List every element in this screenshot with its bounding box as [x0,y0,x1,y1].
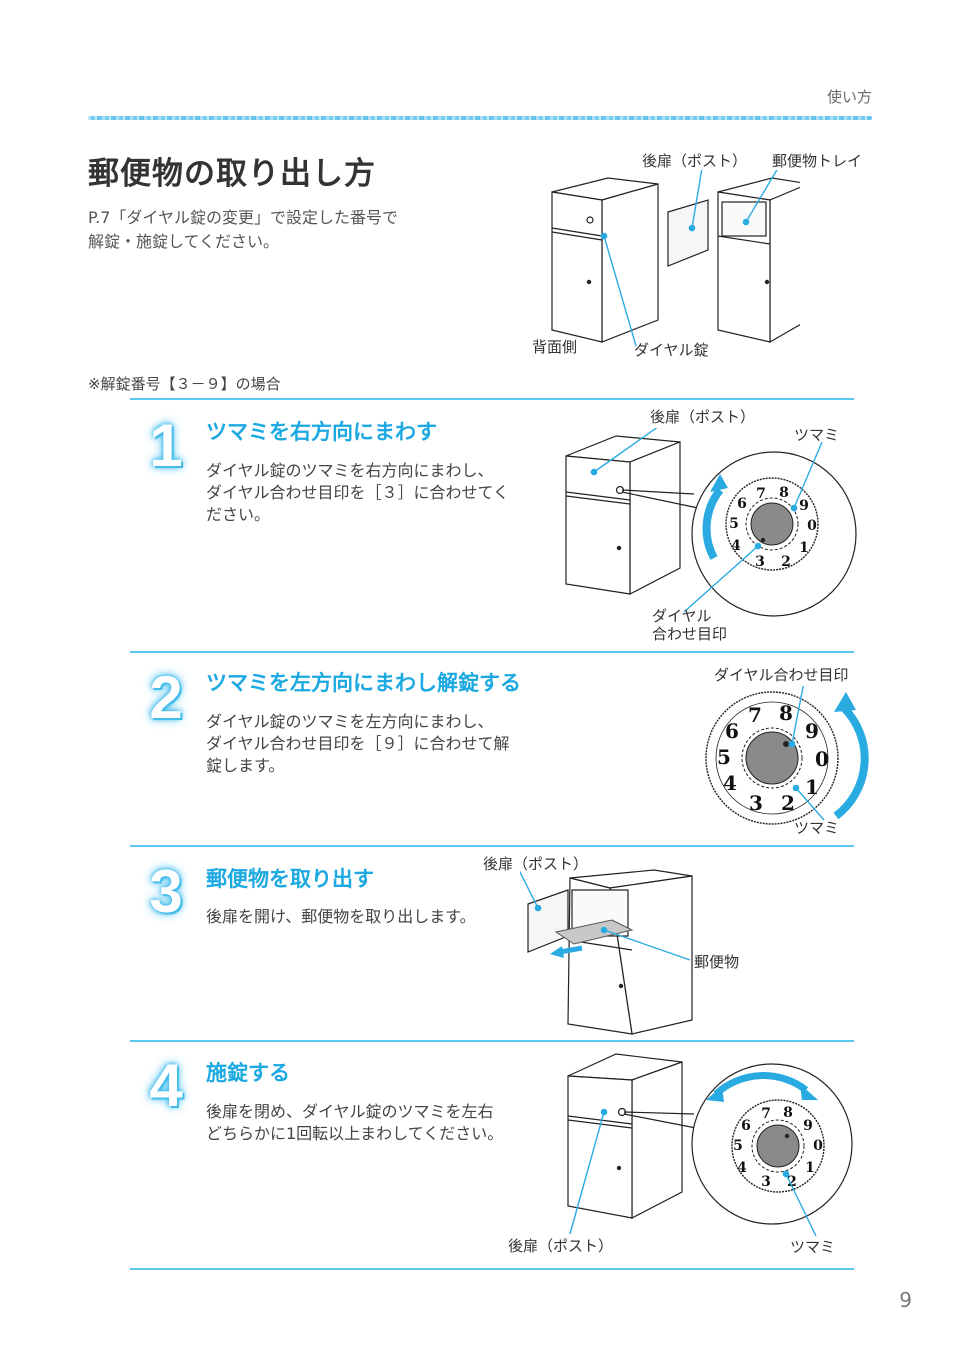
svg-text:7: 7 [761,1106,771,1122]
step-3-number: 3 [149,858,183,925]
step-3-body: 後扉を開け、郵便物を取り出します。 [206,906,476,928]
svg-text:9: 9 [805,719,819,743]
svg-text:8: 8 [779,485,789,501]
svg-text:3: 3 [749,791,763,815]
header-rule [88,116,872,120]
cabinet-illustration [551,170,800,347]
svg-text:0: 0 [815,747,829,771]
label-dial-lock: ダイヤル錠 [634,341,709,359]
svg-text:6: 6 [737,496,747,512]
intro-line-2: 解錠・施錠してください。 [88,232,280,251]
section-label: 使い方 [826,88,872,106]
svg-text:0: 0 [807,518,817,534]
svg-text:9: 9 [803,1118,813,1134]
step-2-body: ダイヤル錠のツマミを左方向にまわし、 ダイヤル合わせ目印を［９］に合わせて解 錠… [206,711,510,777]
step-1-number: 1 [149,412,183,479]
svg-text:4: 4 [731,538,741,554]
svg-text:5: 5 [729,516,739,532]
step-3-divider [130,845,854,847]
step-3-label-rear-door: 後扉（ポスト） [483,855,589,873]
svg-text:5: 5 [717,745,731,769]
svg-text:6: 6 [741,1118,751,1134]
svg-text:6: 6 [725,719,739,743]
step-4-title: 施錠する [206,1061,290,1085]
svg-text:7: 7 [756,486,766,502]
svg-text:1: 1 [805,775,819,799]
svg-text:8: 8 [779,701,793,725]
step-2-title: ツマミを左方向にまわし解錠する [206,671,521,695]
bottom-divider [130,1268,854,1270]
svg-text:8: 8 [783,1105,793,1121]
svg-text:7: 7 [748,703,762,727]
svg-text:0: 0 [813,1138,823,1154]
step-2-label-knob: ツマミ [794,819,840,837]
page-title: 郵便物の取り出し方 [88,156,376,192]
step-1-body: ダイヤル錠のツマミを右方向にまわし、 ダイヤル合わせ目印を［３］に合わせてく だ… [206,460,509,526]
svg-text:2: 2 [781,554,791,570]
step-4-body-line-1: 後扉を閉め、ダイヤル錠のツマミを左右 [206,1102,494,1121]
page-number: 9 [899,1288,912,1312]
label-mail-tray: 郵便物トレイ [772,152,863,170]
step-2-body-line-2: ダイヤル合わせ目印を［９］に合わせて解 [206,734,510,753]
svg-text:1: 1 [805,1160,815,1176]
step-1-body-line-3: ださい。 [206,505,271,524]
step-4-label-rear-door: 後扉（ポスト） [508,1237,614,1255]
step-3-figure [520,868,760,1038]
step-3-body-line-1: 後扉を開け、郵便物を取り出します。 [206,907,476,926]
step-4-body: 後扉を閉め、ダイヤル錠のツマミを左右 どちらかに1回転以上まわしてください。 [206,1101,503,1145]
svg-text:4: 4 [737,1160,747,1176]
step-1-body-line-2: ダイヤル合わせ目印を［３］に合わせてく [206,483,510,502]
svg-text:5: 5 [733,1138,743,1154]
intro-text: P.7「ダイヤル錠の変更」で設定した番号で 解錠・施錠してください。 [88,206,398,254]
intro-line-1: P.7「ダイヤル錠の変更」で設定した番号で [88,208,398,227]
step-1-label-rear-door: 後扉（ポスト） [650,408,756,426]
overview-figure [540,170,800,350]
step-3-label-mail: 郵便物 [694,953,740,971]
svg-text:2: 2 [781,791,795,815]
step-4-label-knob: ツマミ [790,1238,836,1256]
step-2-divider [130,651,854,653]
step-2-body-line-1: ダイヤル錠のツマミを左方向にまわし、 [206,712,494,731]
step-1-label-dial-mark-line-2: 合わせ目印 [652,625,728,643]
step-4-body-line-2: どちらかに1回転以上まわしてください。 [206,1124,504,1143]
label-back-side: 背面側 [532,338,578,356]
unlock-code-note: ※解錠番号【３－９】の場合 [88,375,281,393]
svg-text:1: 1 [799,540,809,556]
step-2-body-line-3: 錠します。 [206,756,285,775]
step-2-label-dial-mark: ダイヤル合わせ目印 [714,666,849,684]
mail-removal-illustration [520,869,693,1035]
svg-text:3: 3 [761,1174,771,1190]
svg-text:2: 2 [787,1174,797,1190]
step-4-divider [130,1040,854,1042]
step-1-divider [130,398,854,400]
step-1-label-dial-mark-line-1: ダイヤル [652,607,712,625]
step-4-number: 4 [149,1052,183,1119]
label-rear-door-overview: 後扉（ポスト） [642,152,748,170]
svg-text:3: 3 [755,554,765,570]
step-3-title: 郵便物を取り出す [206,867,374,891]
step-1-label-knob: ツマミ [794,426,840,444]
svg-text:9: 9 [799,498,809,514]
step-2-number: 2 [149,664,183,731]
svg-text:4: 4 [723,771,737,795]
step-1-body-line-1: ダイヤル錠のツマミを右方向にまわし、 [206,461,494,480]
step-1-title: ツマミを右方向にまわす [206,420,437,444]
step-1-label-dial-mark: ダイヤル 合わせ目印 [652,607,727,643]
